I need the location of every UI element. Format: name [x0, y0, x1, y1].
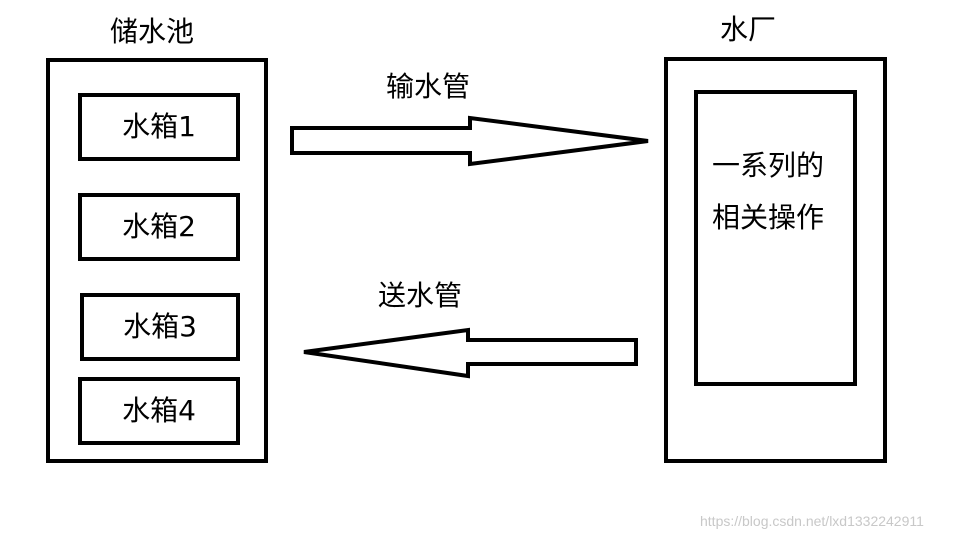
process-box [694, 90, 857, 386]
outlet-arrow [303, 327, 638, 379]
tank-3: 水箱3 [80, 293, 240, 361]
process-line-1: 一系列的 [712, 149, 825, 182]
inlet-arrow [290, 115, 649, 167]
inlet-pipe-label: 输水管 [386, 70, 471, 103]
watermark-text: https://blog.csdn.net/lxd1332242911 [700, 513, 924, 529]
reservoir-title: 储水池 [110, 15, 195, 48]
tank-2: 水箱2 [78, 193, 240, 261]
plant-title: 水厂 [720, 13, 777, 46]
process-line-2: 相关操作 [712, 201, 825, 234]
outlet-pipe-label: 送水管 [378, 279, 463, 312]
tank-4: 水箱4 [78, 377, 240, 445]
tank-1: 水箱1 [78, 93, 240, 161]
